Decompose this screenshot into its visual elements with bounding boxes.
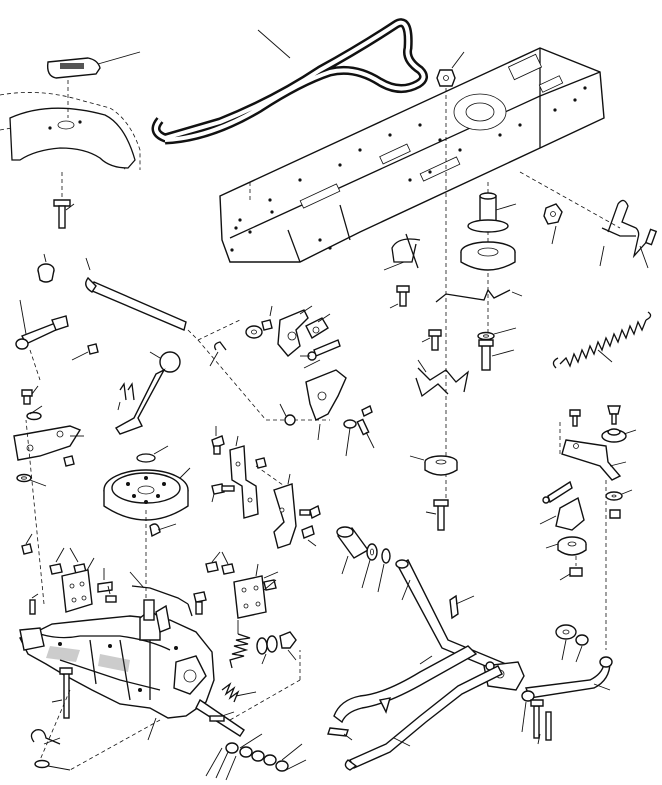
- bolt-bracket-lower: [205, 551, 235, 575]
- bolt-bracket-lower-2: [263, 571, 279, 591]
- transaxle: [19, 599, 245, 741]
- lever-rod: [15, 299, 69, 381]
- nut-bracket: [63, 455, 75, 467]
- dash-transaxle: [25, 419, 301, 771]
- shift-rod: [395, 559, 508, 673]
- spring-rod: [519, 171, 651, 269]
- washer-bushing-2: [377, 548, 391, 593]
- washer-hairpin: [34, 759, 71, 771]
- idler-arm: [559, 420, 627, 650]
- flat-idler-right: [601, 428, 637, 443]
- fender: [0, 92, 141, 171]
- pin-clutch: [327, 727, 353, 741]
- bracket-right: [539, 496, 585, 531]
- spring: [229, 620, 251, 669]
- bolt-shift: [356, 405, 375, 449]
- bolt-linkage: [300, 339, 341, 369]
- washer-bracket: [16, 473, 47, 487]
- bushing: [336, 526, 370, 575]
- bolt-bracket-b: [211, 483, 235, 503]
- nut-arm: [609, 509, 621, 519]
- nut-spring: [279, 631, 297, 661]
- washer-linkage: [245, 305, 273, 339]
- bushing-top: [37, 253, 55, 283]
- spring-clip-mid: [415, 359, 469, 398]
- bolt-idler-arm-2: [607, 405, 621, 425]
- bolt-bracket-c: [299, 504, 321, 520]
- bolt-transaxle-long: [51, 667, 73, 719]
- washer-bushing: [361, 543, 378, 589]
- bolt-flat-idler: [425, 499, 449, 531]
- bolt-cable: [389, 285, 410, 309]
- nut-frame: [543, 203, 563, 245]
- pin-spring: [209, 711, 235, 722]
- bracket-linkage: [277, 305, 331, 357]
- shift-lever: [114, 368, 166, 435]
- drive-belt: [151, 18, 428, 145]
- bolt-idler-arm: [569, 409, 581, 427]
- clutch-rod: [333, 645, 478, 724]
- bolt-cable-2: [421, 329, 442, 351]
- bracket-transaxle-left: [61, 569, 93, 613]
- linkage-rod: [525, 656, 613, 699]
- nut-idler-right: [559, 556, 583, 581]
- bolt-bracket-d: [301, 525, 317, 547]
- washer-arm: [605, 489, 633, 501]
- spring-rod-transaxle: [129, 571, 193, 617]
- bracket-b: [273, 473, 297, 549]
- key: [149, 523, 177, 538]
- bolt-fender: [53, 172, 75, 229]
- washer-spring: [256, 635, 278, 665]
- washer-idler: [477, 327, 517, 341]
- spring-small: [221, 682, 257, 703]
- flat-idler: [409, 455, 458, 476]
- washer-clutch: [521, 690, 535, 733]
- washer-right-lower: [555, 624, 577, 661]
- idler-bracket: [13, 425, 84, 461]
- nut-right-lower: [575, 634, 589, 663]
- bolt-lever-stack: [21, 385, 43, 421]
- bolt-idler: [478, 339, 515, 371]
- flat-idler-bracket: [545, 536, 587, 556]
- knob: [149, 351, 181, 373]
- mounting-bolt-frame: [644, 228, 658, 246]
- bolt-transaxle-top: [193, 591, 207, 615]
- spring-clip: [136, 445, 169, 463]
- transmission-pulley: [103, 467, 191, 640]
- hairpin: [30, 729, 61, 745]
- washer-shift: [343, 419, 357, 457]
- bracket-a: [229, 435, 291, 519]
- frame: [219, 47, 605, 263]
- nut-bracket-a: [255, 457, 267, 469]
- bolt-clutch: [530, 699, 552, 745]
- fender-decal: [46, 51, 141, 118]
- bolt-transaxle-left: [97, 568, 117, 603]
- bolt-bracket-a: [211, 426, 225, 455]
- pin-arm: [542, 480, 573, 504]
- bracket-shift-rod: [449, 594, 475, 620]
- pin-transaxle: [29, 593, 39, 615]
- pivot-shaft: [85, 257, 241, 341]
- bushing-linkage: [279, 403, 296, 426]
- nut-lever: [71, 343, 99, 361]
- washers: [205, 733, 307, 781]
- idler-pulley: [460, 182, 517, 345]
- nut-transaxle-a: [21, 533, 33, 555]
- bracket-lower: [233, 563, 267, 619]
- cable-rod: [383, 233, 523, 303]
- extension-spring: [552, 311, 652, 369]
- brake-rod: [344, 665, 503, 771]
- shift-bracket: [197, 339, 347, 441]
- spring-clip-link: [209, 341, 227, 367]
